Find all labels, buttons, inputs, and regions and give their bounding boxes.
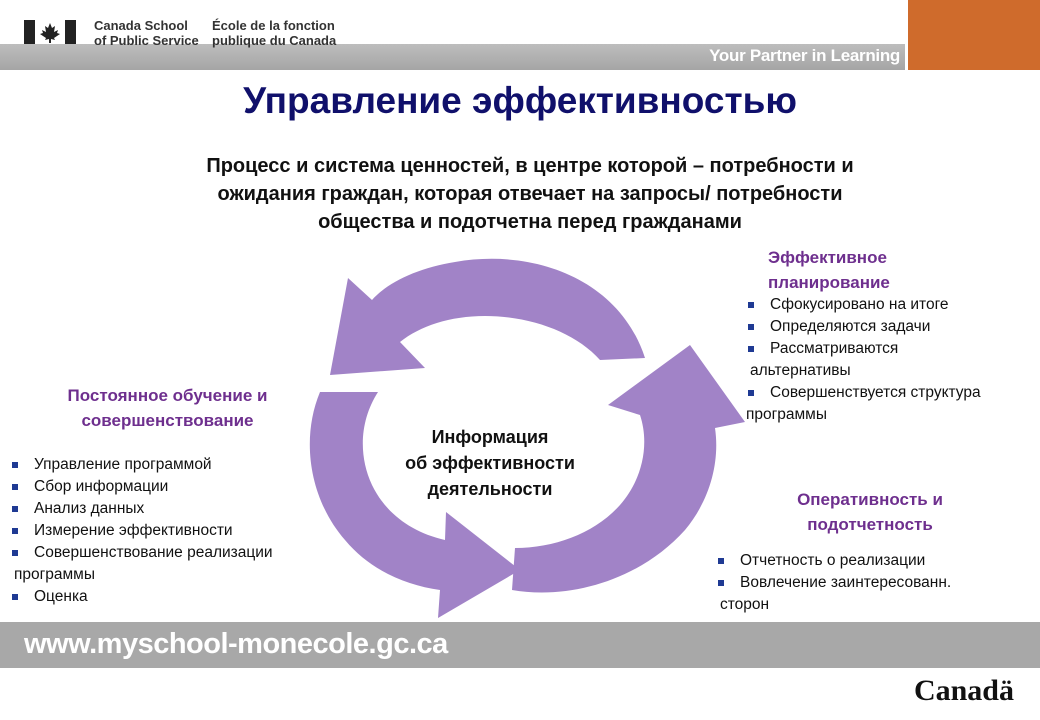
list-item: Сфокусировано на итоге [746, 294, 1036, 316]
subtitle-line1: Процесс и система ценностей, в центре ко… [206, 155, 854, 177]
list-item: Совершенствуется структура [746, 382, 1036, 404]
cycle-arrow-left [309, 392, 520, 618]
center-line1: Информация [431, 427, 549, 447]
tagline: Your Partner in Learning [709, 46, 900, 65]
footer-url: www.myschool-monecole.gc.ca [24, 628, 448, 660]
planning-heading: Эффективное планирование [768, 245, 890, 295]
learning-heading-line2: совершенствование [81, 411, 254, 430]
header-logo-area [0, 0, 905, 70]
learning-list: Управление программой Сбор информации Ан… [10, 454, 340, 608]
list-item: Вовлечение заинтересованн. [716, 572, 1026, 594]
accountability-heading-line1: Оперативность и [797, 490, 943, 509]
list-item: Отчетность о реализации [716, 550, 1026, 572]
planning-heading-line2: планирование [768, 273, 890, 292]
header-bar: Canada School of Public Service École de… [0, 0, 1040, 70]
list-item-continuation: программы [14, 566, 95, 583]
list-item-continuation: сторон [720, 596, 770, 613]
list-item: Измерение эффективности [10, 520, 340, 542]
cycle-arrow-right [512, 345, 745, 593]
learning-heading: Постоянное обучение и совершенствование [40, 383, 295, 433]
slide-title: Управление эффективностью [243, 80, 797, 121]
canada-wordmark: Canadä [913, 674, 1014, 707]
list-item-continuation: программы [746, 406, 827, 423]
cycle-arrow-top [330, 258, 645, 375]
cycle-center-label: Информация об эффективности деятельности [385, 424, 595, 502]
org-name-english: Canada School of Public Service [94, 18, 199, 48]
header-accent-block [908, 0, 1040, 70]
subtitle-line3: общества и подотчетна перед гражданами [318, 211, 742, 233]
slide-subtitle: Процесс и система ценностей, в центре ко… [110, 152, 950, 236]
list-item: Управление программой [10, 454, 340, 476]
list-item: Определяются задачи [746, 316, 1036, 338]
subtitle-line2: ожидания граждан, которая отвечает на за… [217, 183, 843, 205]
center-line3: деятельности [427, 479, 553, 499]
list-item-continuation: альтернативы [750, 362, 851, 379]
footer-bar: www.myschool-monecole.gc.ca [0, 622, 1040, 668]
org-en-line1: Canada School [94, 18, 188, 33]
center-line2: об эффективности [405, 453, 575, 473]
list-item: Анализ данных [10, 498, 340, 520]
accountability-heading: Оперативность и подотчетность [760, 487, 980, 537]
learning-heading-line1: Постоянное обучение и [67, 386, 268, 405]
accountability-heading-line2: подотчетность [807, 515, 933, 534]
planning-list: Сфокусировано на итоге Определяются зада… [746, 294, 1036, 426]
list-item: Рассматриваются [746, 338, 1036, 360]
accountability-list: Отчетность о реализации Вовлечение заинт… [716, 550, 1026, 616]
org-name-french: École de la fonction publique du Canada [212, 18, 336, 48]
planning-heading-line1: Эффективное [768, 248, 887, 267]
org-fr-line1: École de la fonction [212, 18, 335, 33]
org-fr-line2: publique du Canada [212, 33, 337, 48]
org-en-line2: of Public Service [94, 33, 199, 48]
list-item: Сбор информации [10, 476, 340, 498]
list-item: Оценка [10, 586, 340, 608]
header-separator [905, 0, 908, 70]
list-item: Совершенствование реализации [10, 542, 340, 564]
canada-flag-icon [24, 20, 76, 44]
